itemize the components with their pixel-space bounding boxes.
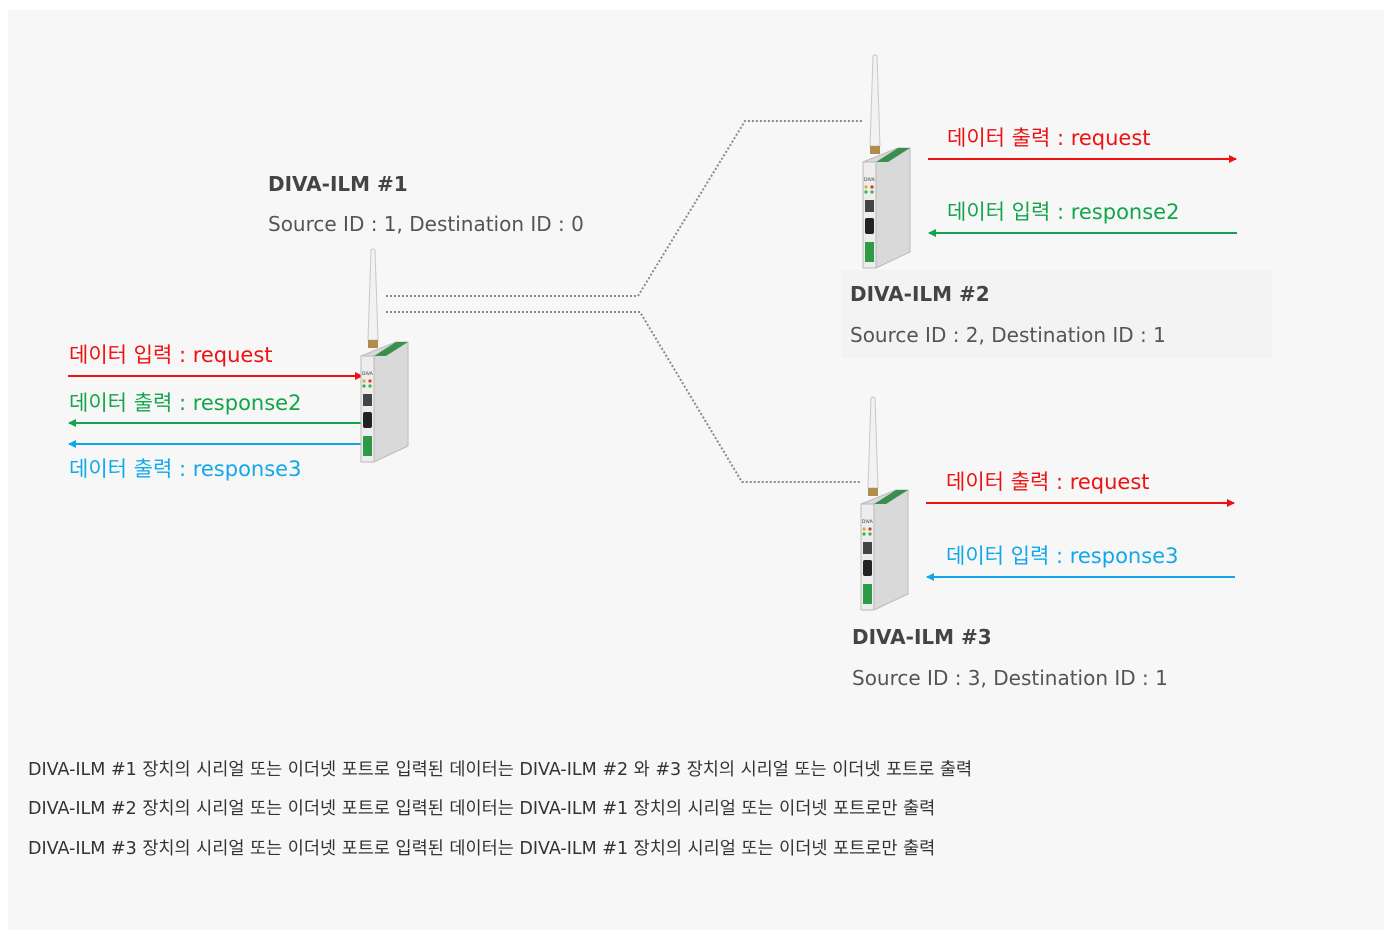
device-3-badge: DIVA bbox=[862, 519, 874, 525]
device-2-ids: Source ID : 2, Destination ID : 1 bbox=[850, 323, 1166, 347]
antenna-icon bbox=[869, 54, 881, 154]
connection-lines bbox=[386, 120, 862, 483]
device-3-flow-input-response3: 데이터 입력 : response3 bbox=[946, 544, 1179, 568]
device-1-flow-output-response3: 데이터 출력 : response3 bbox=[69, 457, 302, 481]
link-to-device-3 bbox=[386, 311, 860, 483]
device-2-image: DIVA bbox=[862, 54, 911, 269]
device-2-label-box bbox=[842, 270, 1272, 358]
device-1-flow-input-request: 데이터 입력 : request bbox=[69, 343, 273, 367]
device-2-badge: DIVA bbox=[864, 177, 876, 183]
device-3-title: DIVA-ILM #3 bbox=[852, 625, 992, 649]
device-2-title: DIVA-ILM #2 bbox=[850, 282, 990, 306]
antenna-icon bbox=[367, 248, 379, 348]
antenna-icon bbox=[867, 396, 879, 496]
device-1-title: DIVA-ILM #1 bbox=[268, 172, 408, 196]
description-line-2: DIVA-ILM #2 장치의 시리얼 또는 이더넷 포트로 입력된 데이터는 … bbox=[28, 799, 936, 819]
device-3-image: DIVA bbox=[860, 396, 909, 611]
device-1-image: DIVA bbox=[360, 248, 409, 463]
link-to-device-2 bbox=[386, 120, 862, 297]
device-1-badge: DIVA bbox=[362, 371, 374, 377]
device-1-ids: Source ID : 1, Destination ID : 0 bbox=[268, 212, 584, 236]
device-3-ids: Source ID : 3, Destination ID : 1 bbox=[852, 666, 1168, 690]
device-3-flow-output-request: 데이터 출력 : request bbox=[946, 470, 1150, 494]
device-2-flow-output-request: 데이터 출력 : request bbox=[947, 126, 1151, 150]
description-line-3: DIVA-ILM #3 장치의 시리얼 또는 이더넷 포트로 입력된 데이터는 … bbox=[28, 839, 936, 859]
background-panel bbox=[8, 10, 1384, 930]
description-line-1: DIVA-ILM #1 장치의 시리얼 또는 이더넷 포트로 입력된 데이터는 … bbox=[28, 760, 973, 780]
device-1-flow-output-response2: 데이터 출력 : response2 bbox=[69, 391, 302, 415]
device-2-flow-input-response2: 데이터 입력 : response2 bbox=[947, 200, 1180, 224]
